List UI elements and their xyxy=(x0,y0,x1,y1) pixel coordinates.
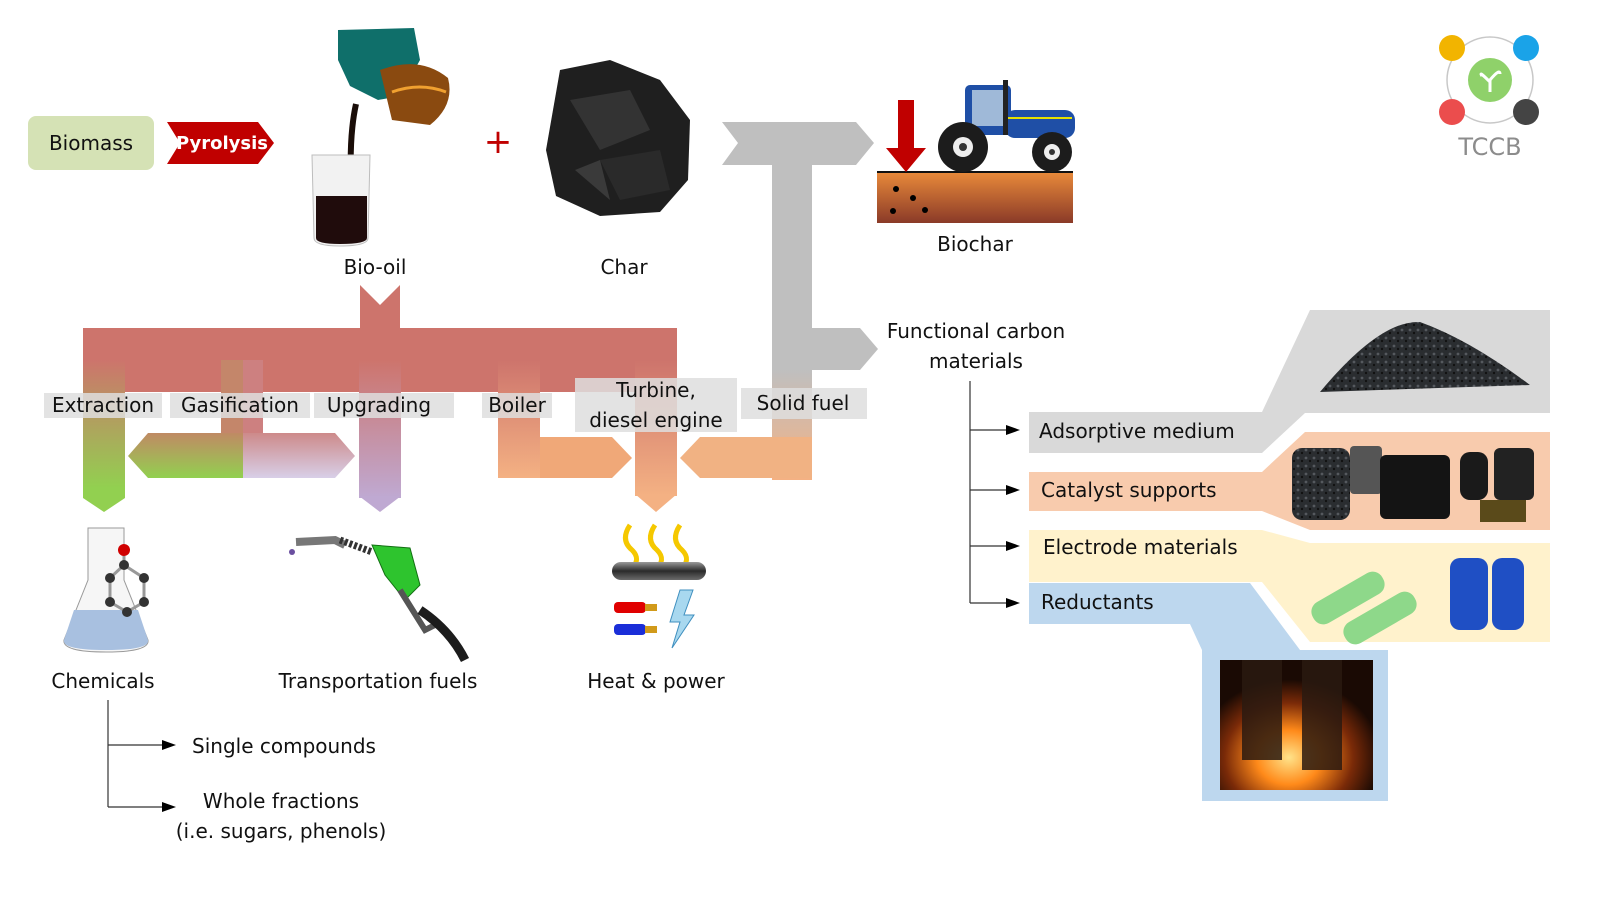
fuel-nozzle-icon xyxy=(289,535,470,663)
process-labels: Extraction Gasification Upgrading Boiler… xyxy=(44,378,867,432)
tccb-logo: TCCB xyxy=(1439,35,1539,161)
biochar-image xyxy=(877,80,1075,223)
plus-sign: + xyxy=(484,122,513,162)
heat-power-icon xyxy=(612,523,706,649)
catalyst-pellets-image xyxy=(1292,446,1534,522)
char-image xyxy=(546,60,690,216)
char-flow xyxy=(722,122,878,480)
pyrolysis-label: Pyrolysis xyxy=(176,133,268,154)
chemicals-tree xyxy=(107,700,176,812)
single-compounds-label: Single compounds xyxy=(192,734,376,758)
biochar-label: Biochar xyxy=(937,232,1013,256)
catalyst-band: Catalyst supports xyxy=(1029,432,1550,530)
biomass-box: Biomass xyxy=(28,116,154,170)
char-label: Char xyxy=(600,255,648,279)
tractor-icon xyxy=(938,80,1075,172)
whole-fractions-label-line1: Whole fractions xyxy=(203,789,359,813)
battery-capacitor-image xyxy=(1311,558,1524,645)
transportation-fuels-label: Transportation fuels xyxy=(278,669,478,693)
biomass-label: Biomass xyxy=(49,131,133,155)
reductants-label: Reductants xyxy=(1041,590,1154,614)
chemicals-flask-icon xyxy=(63,527,149,653)
whole-fractions-label-line2: (i.e. sugars, phenols) xyxy=(176,819,387,843)
electrode-band: Electrode materials xyxy=(1029,530,1550,645)
solid-fuel-label: Solid fuel xyxy=(757,391,850,415)
bio-oil-image xyxy=(311,28,450,247)
chemicals-label: Chemicals xyxy=(51,669,154,693)
flame-icon xyxy=(1439,99,1465,125)
network-icon xyxy=(1439,35,1465,61)
catalyst-supports-label: Catalyst supports xyxy=(1041,478,1217,502)
electrode-materials-label: Electrode materials xyxy=(1043,535,1238,559)
reductants-band: Reductants xyxy=(1029,583,1388,801)
turbine-label-line1: Turbine, xyxy=(615,378,696,402)
logo-text: TCCB xyxy=(1457,133,1521,161)
adsorptive-medium-label: Adsorptive medium xyxy=(1039,419,1235,443)
extraction-label: Extraction xyxy=(52,393,154,417)
pyrolysis-arrow: Pyrolysis xyxy=(167,122,274,164)
carbon-applications-tree xyxy=(969,381,1020,608)
tire-icon xyxy=(1513,99,1539,125)
gasification-label: Gasification xyxy=(181,393,299,417)
water-drop-icon xyxy=(1513,35,1539,61)
upgrading-label: Upgrading xyxy=(327,393,431,417)
functional-carbon-label-line1: Functional carbon xyxy=(887,319,1065,343)
bio-oil-label: Bio-oil xyxy=(344,255,407,279)
turbine-label-line2: diesel engine xyxy=(589,408,722,432)
heat-power-label: Heat & power xyxy=(587,669,725,693)
activated-carbon-image xyxy=(1320,321,1530,392)
functional-carbon-label-line2: materials xyxy=(929,349,1023,373)
adsorptive-band: Adsorptive medium xyxy=(1029,310,1550,453)
boiler-label: Boiler xyxy=(488,393,546,417)
